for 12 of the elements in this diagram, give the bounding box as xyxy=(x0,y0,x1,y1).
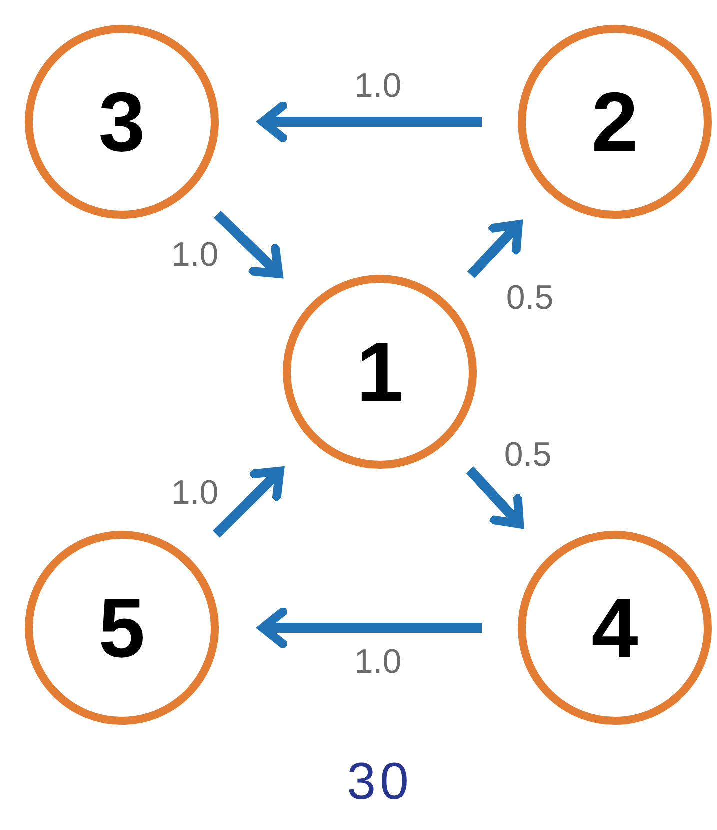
arrow xyxy=(214,210,284,278)
arrow xyxy=(212,466,284,538)
node-number: 5 xyxy=(98,586,146,670)
arrow xyxy=(258,102,482,142)
arrow xyxy=(467,220,523,279)
page-number: 30 xyxy=(347,756,413,808)
arrow xyxy=(466,466,524,529)
node-number: 4 xyxy=(592,586,638,670)
node-number: 2 xyxy=(592,80,638,164)
node-number: 1 xyxy=(356,330,404,414)
node-number: 3 xyxy=(98,80,146,164)
arrow xyxy=(258,608,482,648)
